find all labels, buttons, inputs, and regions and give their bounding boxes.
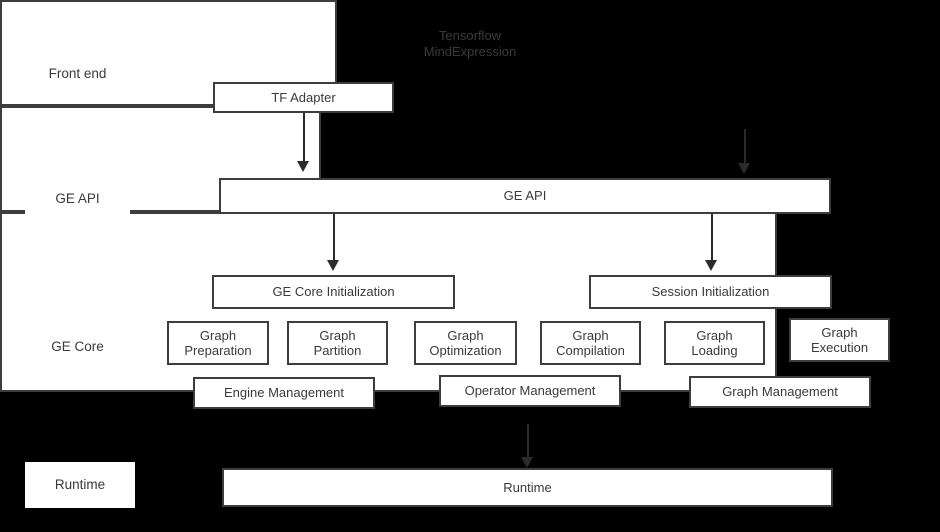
- session-initialization-box: Session Initialization: [589, 275, 832, 309]
- graph-execution-box: Graph Execution: [789, 318, 890, 362]
- runtime-bar: Runtime: [222, 468, 833, 507]
- graph-optimization-box: Graph Optimization: [414, 321, 517, 365]
- tf-adapter-box: TF Adapter: [213, 82, 394, 113]
- arrowhead-geapi-to-sessioninit: [705, 260, 717, 271]
- graph-preparation-box: Graph Preparation: [167, 321, 269, 365]
- ge-core-initialization-box: GE Core Initialization: [212, 275, 455, 309]
- layer-label-ge-api: GE API: [25, 176, 130, 222]
- graph-management-box: Graph Management: [689, 376, 871, 408]
- tensorflow-title: Tensorflow: [438, 28, 502, 43]
- connector-mindexpression-to-geapi: [744, 129, 746, 165]
- connector-gecore-to-runtime: [527, 424, 529, 460]
- mindexpression-title: MindExpression: [423, 44, 517, 59]
- operator-management-box: Operator Management: [439, 375, 621, 407]
- arrowhead-gecore-to-runtime: [521, 457, 533, 468]
- connector-geapi-to-gecoreinit: [333, 214, 335, 262]
- ge-api-bar: GE API: [219, 178, 831, 214]
- connector-geapi-to-sessioninit: [711, 214, 713, 262]
- layer-label-ge-core: GE Core: [25, 324, 130, 370]
- layer-label-front-end: Front end: [25, 51, 130, 97]
- graph-loading-box: Graph Loading: [664, 321, 765, 365]
- arrowhead-tfadapter-to-geapi: [297, 161, 309, 172]
- graph-partition-box: Graph Partition: [287, 321, 388, 365]
- engine-management-box: Engine Management: [193, 377, 375, 409]
- arrowhead-mindexpression-to-geapi: [738, 163, 750, 174]
- arrowhead-geapi-to-gecoreinit: [327, 260, 339, 271]
- layer-label-runtime: Runtime: [25, 462, 135, 508]
- graph-compilation-box: Graph Compilation: [540, 321, 641, 365]
- connector-tfadapter-to-geapi: [303, 113, 305, 163]
